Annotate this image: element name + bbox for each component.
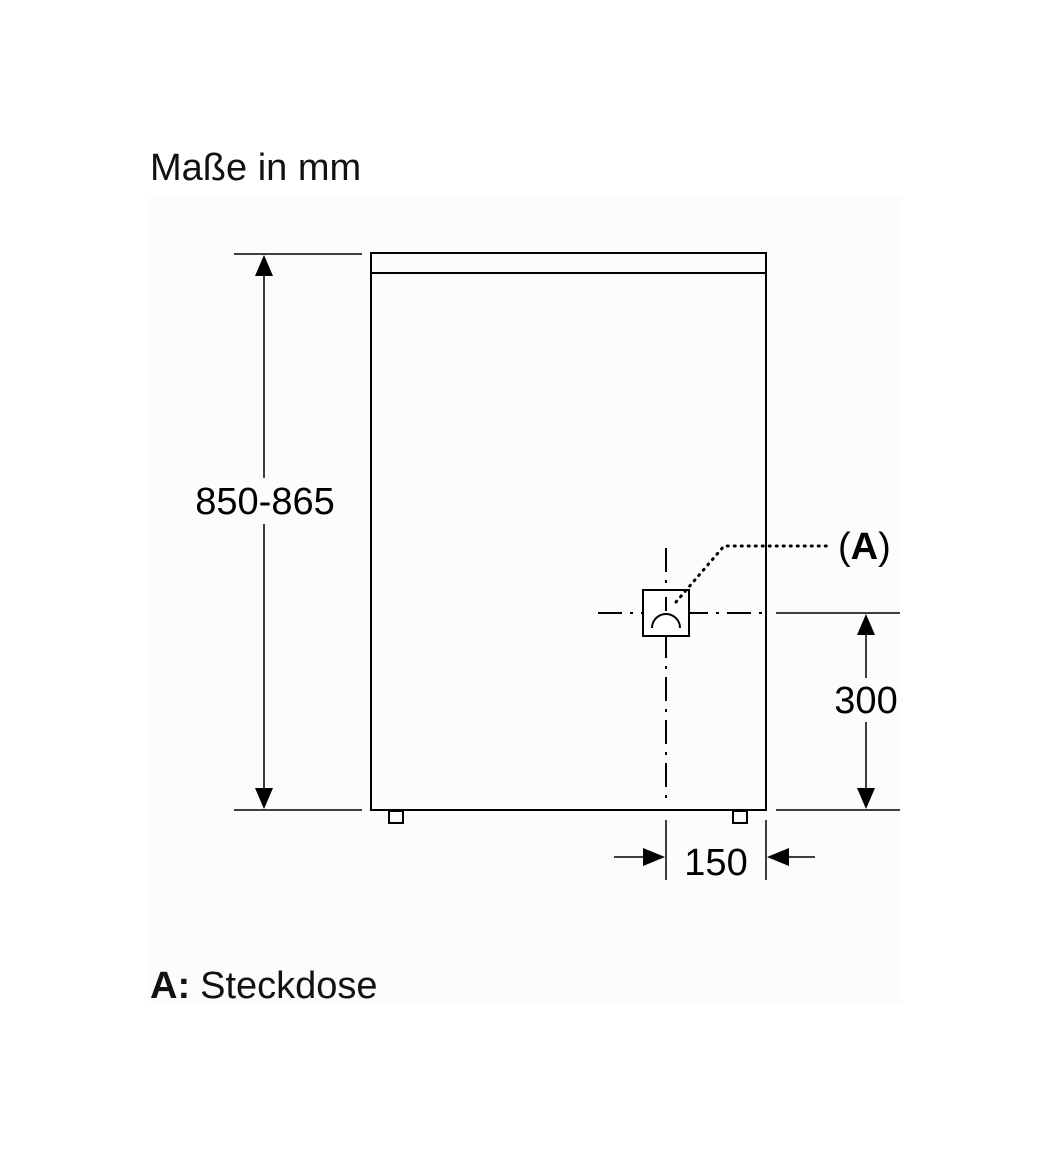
height-label-bg	[186, 478, 344, 524]
height-dimension	[234, 253, 362, 811]
socket-offset-dimension	[614, 820, 815, 880]
socket-centerlines	[598, 548, 766, 800]
drawing-panel	[150, 195, 902, 1005]
socket-offset-arrow-left	[643, 848, 665, 866]
height-arrow-bottom	[255, 788, 273, 809]
socket-height-arrow-bottom	[857, 788, 875, 809]
socket-arc	[651, 613, 681, 629]
right-foot	[732, 810, 748, 824]
legend: A:Steckdose	[150, 965, 378, 1007]
callout-close-paren: )	[878, 526, 891, 568]
legend-key: A:	[150, 965, 190, 1007]
socket-offset-label: 150	[684, 842, 747, 884]
socket-height-label: 300	[834, 680, 897, 722]
socket-offset-arrow-right	[767, 848, 789, 866]
legend-description: Steckdose	[200, 965, 377, 1007]
appliance-body	[370, 252, 767, 811]
units-title: Maße in mm	[150, 147, 361, 189]
socket-icon	[651, 597, 681, 629]
socket-height-arrow-top	[857, 614, 875, 635]
callout-open-paren: (	[838, 526, 851, 568]
callout-leader-line	[674, 544, 834, 604]
height-arrow-top	[255, 255, 273, 276]
height-dimension-label: 850-865	[195, 481, 334, 523]
appliance-outline	[370, 252, 767, 824]
callout-letter: A	[851, 526, 878, 568]
socket-height-label-bg	[830, 678, 902, 722]
callout-label: (A)	[838, 526, 891, 568]
left-foot	[388, 810, 404, 824]
